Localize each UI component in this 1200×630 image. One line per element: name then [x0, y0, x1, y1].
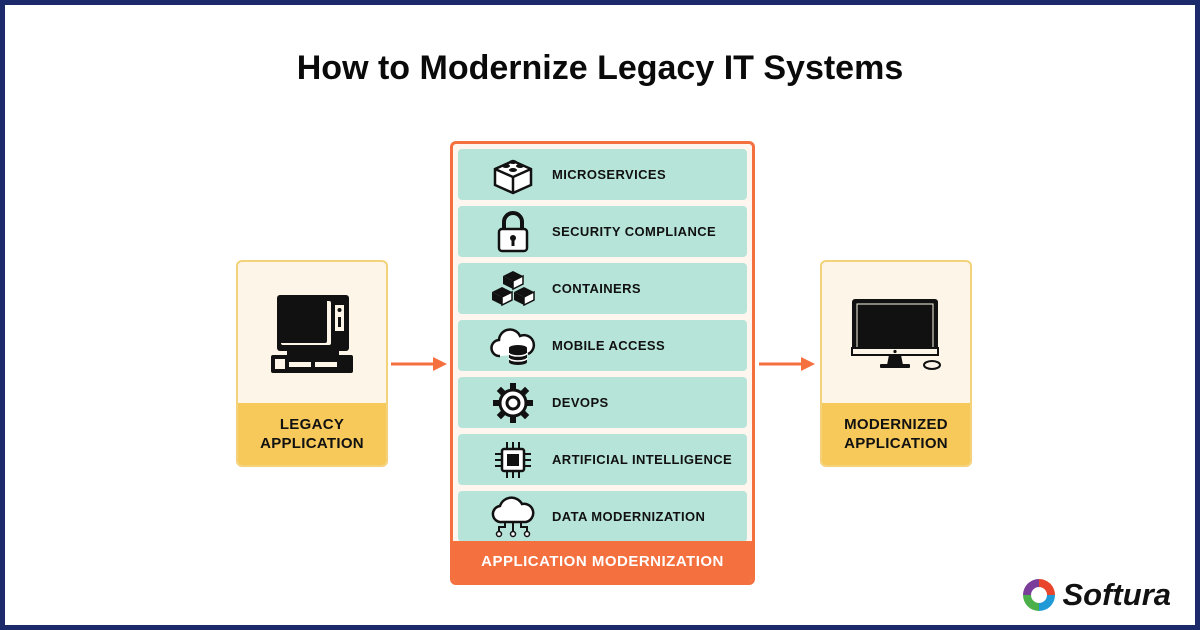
brand-logo: Softura	[1021, 577, 1172, 613]
list-item-security-compliance: SECURITY COMPLIANCE	[458, 206, 747, 257]
list-item-mobile-access: MOBILE ACCESS	[458, 320, 747, 371]
padlock-icon	[497, 210, 529, 252]
legacy-application-card: LEGACY APPLICATION	[236, 260, 388, 467]
brand-name: Softura	[1062, 577, 1172, 612]
service-label: SECURITY COMPLIANCE	[552, 224, 717, 239]
service-label: CONTAINERS	[552, 281, 641, 296]
chip-icon	[495, 441, 531, 478]
service-label: DEVOPS	[552, 395, 609, 410]
cloud-database-icon	[490, 327, 536, 365]
service-label: DATA MODERNIZATION	[552, 509, 706, 524]
service-label: ARTIFICIAL INTELLIGENCE	[552, 452, 733, 467]
page-title: How to Modernize Legacy IT Systems	[296, 49, 904, 87]
cloud-network-icon	[491, 495, 535, 537]
modernized-application-label: MODERNIZED APPLICATION	[822, 403, 970, 465]
list-item-containers: CONTAINERS	[458, 263, 747, 314]
list-item-microservices: MICROSERVICES	[458, 149, 747, 200]
gear-icon	[493, 382, 533, 423]
modernized-application-card: MODERNIZED APPLICATION	[820, 260, 972, 467]
list-item-artificial-intelligence: ARTIFICIAL INTELLIGENCE	[458, 434, 747, 485]
arrow-right-icon	[759, 357, 815, 371]
modern-monitor-icon	[851, 298, 941, 370]
lego-brick-icon	[493, 159, 533, 194]
stacked-cubes-icon	[492, 270, 535, 306]
application-modernization-panel: MICROSERVICES SECURITY COMPLIANCE	[450, 141, 755, 585]
list-item-devops: DEVOPS	[458, 377, 747, 428]
modernization-list: MICROSERVICES SECURITY COMPLIANCE	[458, 149, 747, 542]
list-item-data-modernization: DATA MODERNIZATION	[458, 491, 747, 542]
service-label: MICROSERVICES	[552, 167, 667, 182]
legacy-application-label: LEGACY APPLICATION	[238, 403, 386, 465]
legacy-computer-icon	[271, 294, 353, 373]
service-label: MOBILE ACCESS	[552, 338, 666, 353]
arrow-right-icon	[391, 357, 447, 371]
softura-logo-icon	[1022, 579, 1055, 611]
application-modernization-label: APPLICATION MODERNIZATION	[453, 541, 752, 582]
